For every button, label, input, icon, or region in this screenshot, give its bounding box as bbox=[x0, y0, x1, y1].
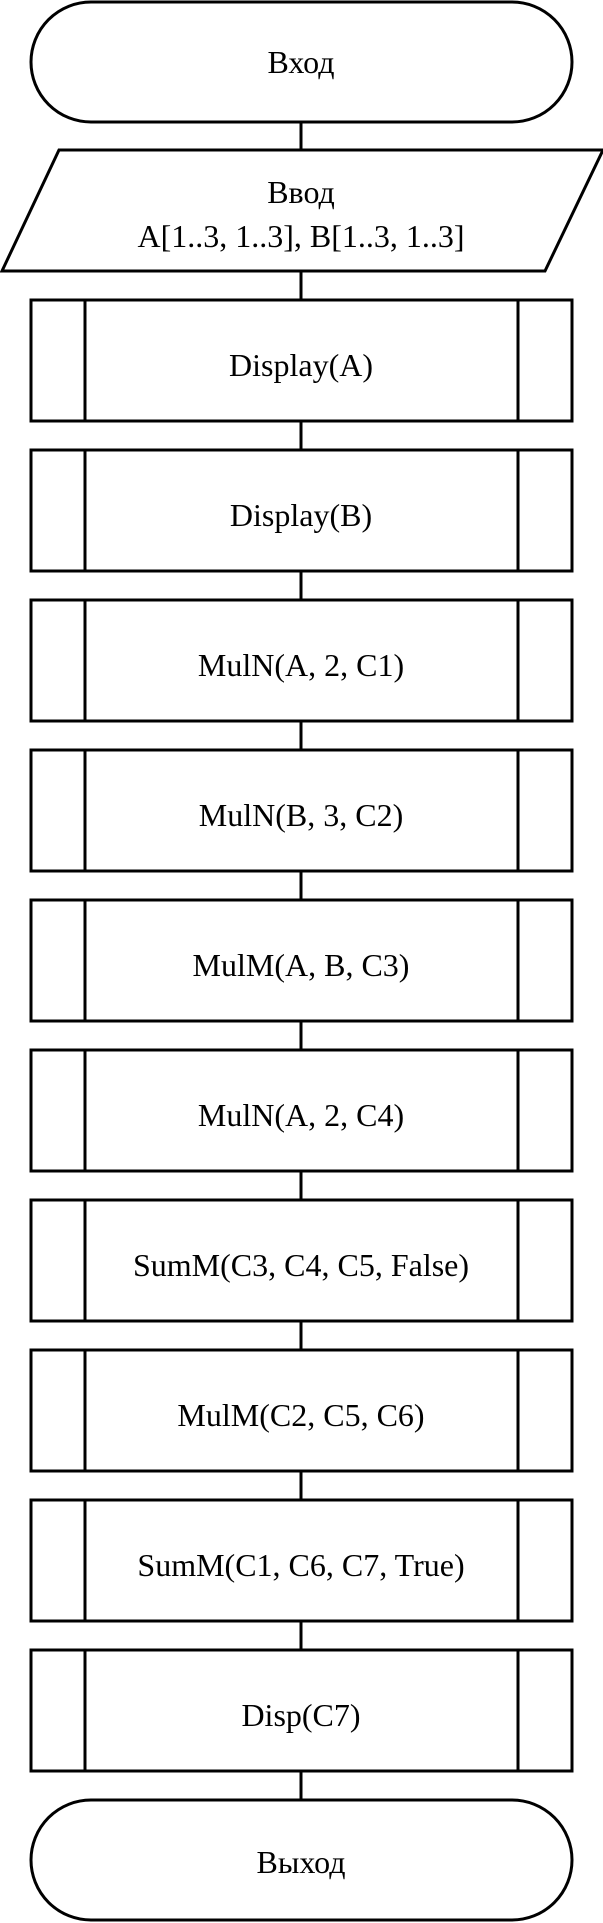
process-box bbox=[29, 1198, 574, 1323]
process-box bbox=[29, 448, 574, 573]
process-box bbox=[29, 1048, 574, 1173]
process-box bbox=[29, 1648, 574, 1773]
process-step: MulM(C2, C5, C6) bbox=[29, 1348, 574, 1473]
end-label: Выход bbox=[257, 1844, 346, 1880]
process-step: Display(A) bbox=[29, 298, 574, 423]
step-label: MulN(A, 2, C4) bbox=[198, 1097, 404, 1133]
input-label-line-1: Ввод bbox=[267, 174, 335, 210]
process-box bbox=[29, 898, 574, 1023]
start-terminator: Вход bbox=[29, 0, 574, 124]
process-box bbox=[29, 598, 574, 723]
input-block: Ввод A[1..3, 1..3], B[1..3, 1..3] bbox=[0, 148, 603, 273]
step-label: MulM(C2, C5, C6) bbox=[177, 1397, 424, 1433]
step-label: SumM(C1, C6, C7, True) bbox=[137, 1547, 464, 1583]
start-label: Вход bbox=[267, 44, 334, 80]
step-label: MulN(B, 3, C2) bbox=[199, 797, 403, 833]
start-shape bbox=[29, 0, 574, 124]
process-step: SumM(C1, C6, C7, True) bbox=[29, 1498, 574, 1623]
step-label: Display(B) bbox=[230, 497, 372, 533]
process-box bbox=[29, 298, 574, 423]
end-terminator: Выход bbox=[29, 1798, 574, 1922]
process-step: MulN(A, 2, C1) bbox=[29, 598, 574, 723]
step-label: Disp(C7) bbox=[241, 1697, 360, 1733]
step-label: Display(A) bbox=[229, 347, 373, 383]
step-label: MulM(A, B, C3) bbox=[193, 947, 410, 983]
process-step: MulM(A, B, C3) bbox=[29, 898, 574, 1023]
process-step: Display(B) bbox=[29, 448, 574, 573]
process-step: MulN(B, 3, C2) bbox=[29, 748, 574, 873]
process-box bbox=[29, 748, 574, 873]
process-step: SumM(C3, C4, C5, False) bbox=[29, 1198, 574, 1323]
step-label: SumM(C3, C4, C5, False) bbox=[133, 1247, 469, 1283]
step-label: MulN(A, 2, C1) bbox=[198, 647, 404, 683]
process-box bbox=[29, 1498, 574, 1623]
input-label-line-2: A[1..3, 1..3], B[1..3, 1..3] bbox=[137, 218, 464, 254]
process-step: MulN(A, 2, C4) bbox=[29, 1048, 574, 1173]
end-shape bbox=[29, 1798, 574, 1922]
input-shape bbox=[0, 148, 603, 273]
process-box bbox=[29, 1348, 574, 1473]
process-step: Disp(C7) bbox=[29, 1648, 574, 1773]
